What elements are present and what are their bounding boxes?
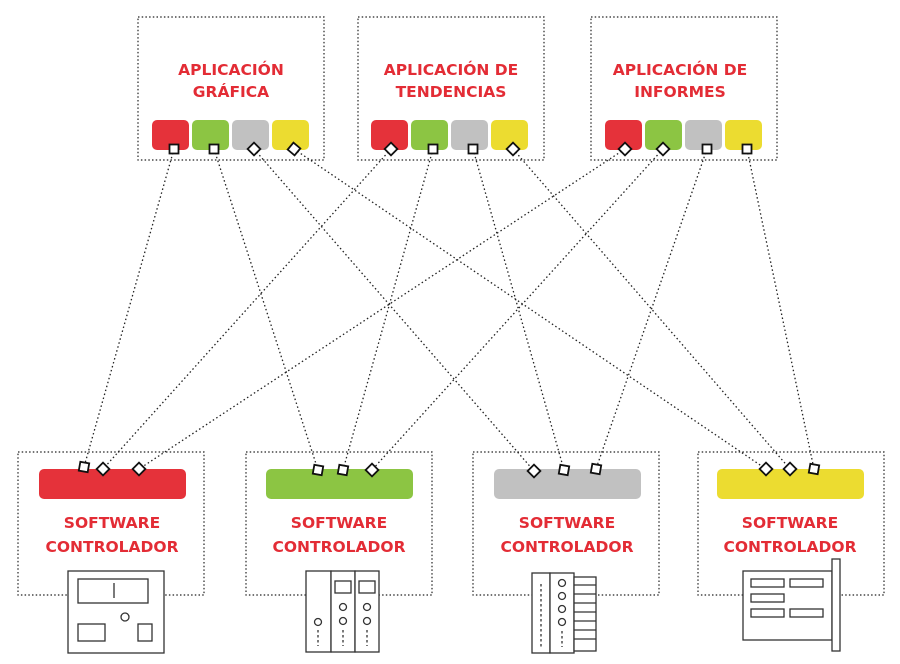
app-port-grafica-gray (246, 141, 262, 157)
pcb-card-icon (742, 558, 841, 652)
controller-color-bar (494, 469, 641, 499)
wire-grafica-to-green (213, 148, 319, 471)
controller-port-red-grafica (77, 460, 91, 474)
app-box-grafica: APLICACIÓN GRÁFICA (137, 16, 325, 161)
app-title-line-2: GRÁFICA (193, 82, 269, 101)
connection-wires (83, 148, 815, 472)
color-block-green (645, 120, 682, 150)
controller-port-gray-tendencias (557, 463, 571, 477)
rack-controller-icon (305, 570, 380, 653)
app-port-tendencias-yellow (505, 141, 521, 157)
color-block-gray (451, 120, 488, 150)
color-block-green (192, 120, 229, 150)
color-block-gray (685, 120, 722, 150)
app-port-tendencias-red (383, 141, 399, 157)
controller-title-line-2: CONTROLADOR (45, 538, 178, 556)
wire-grafica-to-yellow (293, 148, 767, 470)
app-title-line-1: APLICACIÓN (178, 60, 284, 79)
connection-ports (77, 141, 821, 479)
app-port-grafica-green (208, 143, 220, 155)
app-port-grafica-yellow (286, 141, 302, 157)
app-title-line-1: APLICACIÓN DE (384, 60, 519, 79)
wire-grafica-to-red (83, 148, 175, 468)
controller-port-yellow-tendencias (782, 461, 798, 477)
controller-port-yellow-grafica (758, 461, 774, 477)
controller-box-red: SOFTWARE CONTROLADOR (17, 451, 205, 654)
controller-title-line-1: SOFTWARE (291, 514, 387, 532)
color-block-yellow (725, 120, 762, 150)
wire-tendencias-to-gray (472, 148, 565, 471)
app-port-tendencias-green (427, 143, 439, 155)
app-box-tendencias: APLICACIÓN DE TENDENCIAS (357, 16, 545, 161)
controller-box-green: SOFTWARE CONTROLADOR (245, 451, 433, 653)
color-block-green (411, 120, 448, 150)
wire-informes-to-red (138, 148, 626, 470)
controller-port-green-tendencias (336, 463, 350, 477)
color-block-yellow (272, 120, 309, 150)
controller-color-bar (39, 469, 186, 499)
controller-box-yellow: SOFTWARE CONTROLADOR (697, 451, 885, 652)
color-block-red (152, 120, 189, 150)
controller-port-green-informes (364, 462, 380, 478)
controller-title-line-1: SOFTWARE (519, 514, 615, 532)
wire-tendencias-to-green (342, 148, 434, 471)
controller-title-line-2: CONTROLADOR (500, 538, 633, 556)
app-title-line-1: APLICACIÓN DE (613, 60, 748, 79)
wire-tendencias-to-red (102, 148, 392, 470)
controller-port-gray-informes (589, 462, 603, 476)
controller-port-red-tendencias (95, 461, 111, 477)
wire-informes-to-gray (595, 148, 708, 470)
controller-color-bar (717, 469, 864, 499)
wire-grafica-to-gray (253, 148, 535, 472)
app-title-line-2: INFORMES (634, 83, 726, 101)
app-box-informes: APLICACIÓN DE INFORMES (590, 16, 778, 161)
controller-port-green-grafica (311, 463, 325, 477)
app-box-border (137, 16, 325, 161)
controller-title-line-2: CONTROLADOR (723, 538, 856, 556)
controller-title-line-1: SOFTWARE (64, 514, 160, 532)
controller-port-gray-grafica (526, 463, 542, 479)
app-port-informes-green (655, 141, 671, 157)
io-module-icon (531, 572, 597, 654)
controller-title-line-2: CONTROLADOR (272, 538, 405, 556)
wire-informes-to-green (371, 148, 664, 471)
app-port-informes-gray (701, 143, 713, 155)
controller-color-bar (266, 469, 413, 499)
app-port-informes-yellow (741, 143, 753, 155)
color-block-red (605, 120, 642, 150)
wire-informes-to-yellow (746, 148, 815, 470)
app-port-informes-red (617, 141, 633, 157)
app-box-border (590, 16, 778, 161)
app-port-grafica-red (168, 143, 180, 155)
color-block-yellow (491, 120, 528, 150)
controller-box-gray: SOFTWARE CONTROLADOR (472, 451, 660, 654)
controller-port-yellow-informes (807, 462, 821, 476)
controller-port-red-informes (131, 461, 147, 477)
app-title-line-2: TENDENCIAS (396, 83, 507, 101)
app-port-tendencias-gray (467, 143, 479, 155)
wire-tendencias-to-yellow (512, 148, 791, 470)
color-block-gray (232, 120, 269, 150)
color-block-red (371, 120, 408, 150)
controller-title-line-1: SOFTWARE (742, 514, 838, 532)
app-box-border (357, 16, 545, 161)
panel-controller-icon (67, 570, 165, 654)
